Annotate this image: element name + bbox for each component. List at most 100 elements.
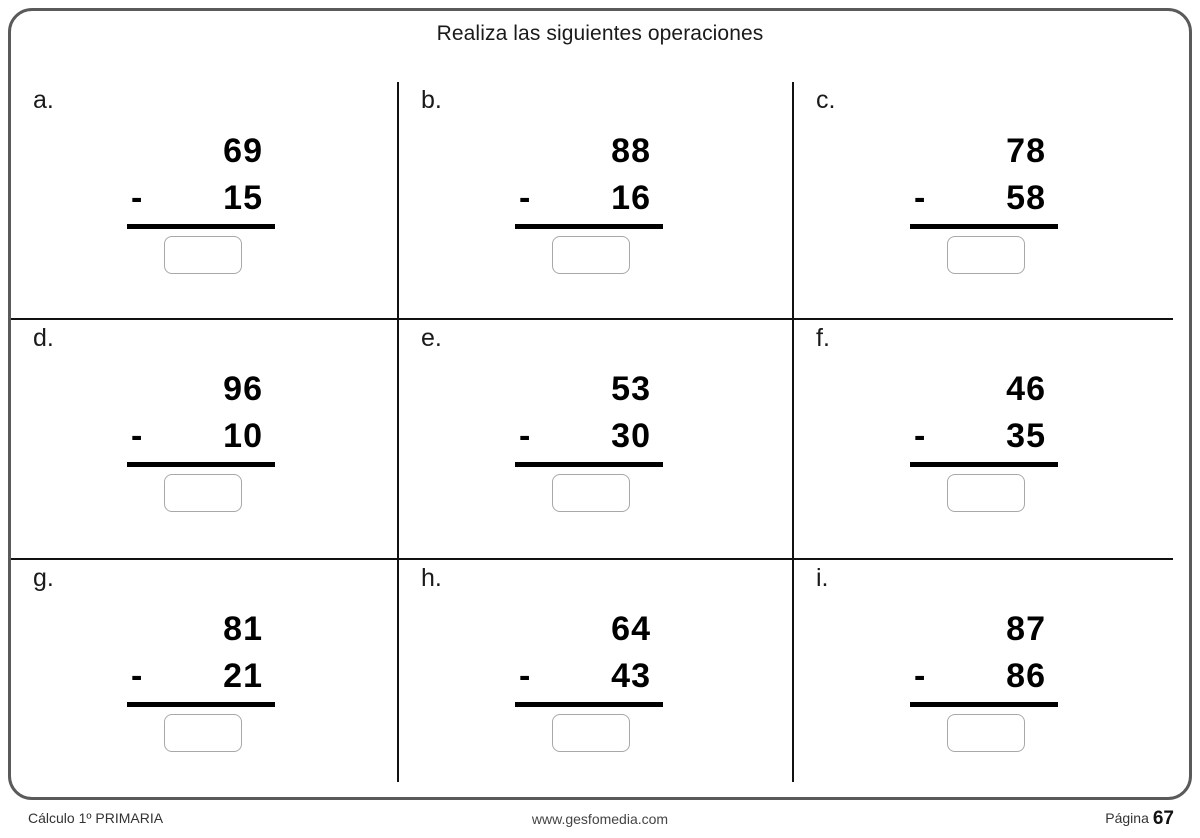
sum-rule-line <box>515 462 663 467</box>
sum-rule-line <box>515 224 663 229</box>
footer-website-link[interactable]: www.gesfomedia.com <box>531 811 669 827</box>
subtraction-sum: 46 - 35 <box>902 366 1078 512</box>
subtraction-sum: 78 - 58 <box>902 128 1078 274</box>
problem-label: i. <box>816 564 829 592</box>
answer-box[interactable] <box>947 714 1025 752</box>
sum-rule-line <box>127 702 275 707</box>
subtrahend-row: - 43 <box>507 653 683 700</box>
subtrahend-value: 58 <box>1006 179 1046 217</box>
subtraction-sum: 96 - 10 <box>119 366 295 512</box>
problem-cell-e: e. 53 - 30 <box>399 320 785 556</box>
answer-box[interactable] <box>164 236 242 274</box>
subtrahend-value: 10 <box>223 417 263 455</box>
problem-cell-d: d. 96 - 10 <box>11 320 397 556</box>
minus-icon: - <box>914 657 926 695</box>
subtrahend-value: 15 <box>223 179 263 217</box>
minuend-value: 64 <box>611 610 651 648</box>
problem-cell-f: f. 46 - 35 <box>794 320 1180 556</box>
subtrahend-row: - 16 <box>507 175 683 222</box>
problem-label: h. <box>421 564 442 592</box>
page-footer: Cálculo 1º PRIMARIA www.gesfomedia.com P… <box>0 806 1200 838</box>
grid-divider-vertical-2 <box>792 82 794 782</box>
page-title: Realiza las siguientes operaciones <box>436 22 764 45</box>
page-number: 67 <box>1152 808 1174 829</box>
grid-divider-vertical-1 <box>397 82 399 782</box>
subtrahend-value: 21 <box>223 657 263 695</box>
minus-icon: - <box>519 657 531 695</box>
minus-icon: - <box>131 179 143 217</box>
minuend-value: 96 <box>223 370 263 408</box>
subtrahend-value: 16 <box>611 179 651 217</box>
minus-icon: - <box>519 179 531 217</box>
page-label: Página <box>1105 810 1149 826</box>
worksheet-frame <box>8 8 1192 800</box>
problem-label: d. <box>33 324 54 352</box>
sum-rule-line <box>127 224 275 229</box>
minuend-row: 46 <box>902 366 1078 413</box>
problem-label: c. <box>816 86 836 114</box>
subtrahend-row: - 21 <box>119 653 295 700</box>
minuend-row: 64 <box>507 606 683 653</box>
subtrahend-row: - 30 <box>507 413 683 460</box>
subtrahend-value: 86 <box>1006 657 1046 695</box>
answer-box[interactable] <box>947 236 1025 274</box>
problem-cell-h: h. 64 - 43 <box>399 560 785 796</box>
minus-icon: - <box>914 179 926 217</box>
minus-icon: - <box>914 417 926 455</box>
subtraction-sum: 64 - 43 <box>507 606 683 752</box>
sum-rule-line <box>910 702 1058 707</box>
subtraction-sum: 81 - 21 <box>119 606 295 752</box>
sum-rule-line <box>910 462 1058 467</box>
minus-icon: - <box>131 417 143 455</box>
sum-rule-line <box>515 702 663 707</box>
problem-cell-b: b. 88 - 16 <box>399 82 785 318</box>
subtrahend-row: - 86 <box>902 653 1078 700</box>
minuend-value: 81 <box>223 610 263 648</box>
grid-divider-horizontal-2 <box>11 558 1173 560</box>
problem-label: g. <box>33 564 54 592</box>
minuend-value: 88 <box>611 132 651 170</box>
subtraction-sum: 88 - 16 <box>507 128 683 274</box>
answer-box[interactable] <box>947 474 1025 512</box>
subtrahend-value: 30 <box>611 417 651 455</box>
minuend-row: 78 <box>902 128 1078 175</box>
subtraction-sum: 87 - 86 <box>902 606 1078 752</box>
minus-icon: - <box>131 657 143 695</box>
minuend-value: 78 <box>1006 132 1046 170</box>
problems-grid: a. 69 - 15 b. 88 - <box>11 82 1173 782</box>
minuend-row: 69 <box>119 128 295 175</box>
sum-rule-line <box>127 462 275 467</box>
minuend-row: 96 <box>119 366 295 413</box>
footer-course-label: Cálculo 1º PRIMARIA <box>28 810 164 826</box>
subtraction-sum: 69 - 15 <box>119 128 295 274</box>
answer-box[interactable] <box>164 474 242 512</box>
problem-label: f. <box>816 324 830 352</box>
minuend-row: 53 <box>507 366 683 413</box>
sum-rule-line <box>910 224 1058 229</box>
minuend-row: 88 <box>507 128 683 175</box>
subtrahend-row: - 58 <box>902 175 1078 222</box>
minuend-value: 69 <box>223 132 263 170</box>
minuend-row: 81 <box>119 606 295 653</box>
subtraction-sum: 53 - 30 <box>507 366 683 512</box>
answer-box[interactable] <box>164 714 242 752</box>
problem-cell-i: i. 87 - 86 <box>794 560 1180 796</box>
problem-label: b. <box>421 86 442 114</box>
subtrahend-row: - 10 <box>119 413 295 460</box>
subtrahend-value: 35 <box>1006 417 1046 455</box>
minus-icon: - <box>519 417 531 455</box>
answer-box[interactable] <box>552 714 630 752</box>
answer-box[interactable] <box>552 474 630 512</box>
grid-divider-horizontal-1 <box>11 318 1173 320</box>
subtrahend-row: - 15 <box>119 175 295 222</box>
minuend-value: 53 <box>611 370 651 408</box>
subtrahend-row: - 35 <box>902 413 1078 460</box>
problem-label: e. <box>421 324 442 352</box>
subtrahend-value: 43 <box>611 657 651 695</box>
problem-cell-c: c. 78 - 58 <box>794 82 1180 318</box>
minuend-value: 87 <box>1006 610 1046 648</box>
problem-cell-a: a. 69 - 15 <box>11 82 397 318</box>
answer-box[interactable] <box>552 236 630 274</box>
